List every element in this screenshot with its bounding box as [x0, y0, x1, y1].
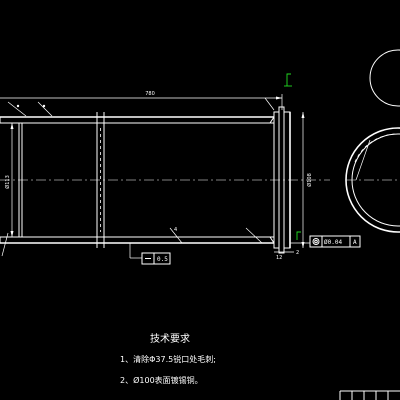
- end-width-label: 12: [276, 255, 282, 261]
- length-dimension: 780: [0, 91, 283, 110]
- tech-req-item-2: 2、Ø100表面镀锡铜。: [120, 375, 203, 385]
- flatness-tolerance-frame: 0.5: [129, 243, 171, 265]
- concentricity-tolerance-frame: Ø0.04 A: [290, 235, 361, 248]
- chamfer-label: 2: [296, 250, 299, 256]
- concentricity-value: Ø0.04: [324, 239, 342, 246]
- roughness-mark-bottom: [296, 231, 301, 240]
- technical-requirements: 技术要求 1、清除Φ37.5锐口处毛刺; 2、Ø100表面镀锡铜。: [120, 332, 216, 385]
- bottom-leaders: 4 12 2: [1, 227, 299, 261]
- end-view: [345, 49, 400, 233]
- wall-thickness-label: 4: [174, 227, 177, 233]
- length-label: 780: [145, 91, 155, 97]
- flatness-value: 0.5: [157, 256, 168, 263]
- leader-markers-top: [7, 97, 275, 117]
- right-diameter-dimension: Ø108: [301, 112, 313, 248]
- tech-req-item-1: 1、清除Φ37.5锐口处毛刺;: [120, 354, 216, 364]
- roughness-mark-top: [284, 73, 292, 87]
- tech-req-title: 技术要求: [150, 332, 190, 345]
- datum-label: A: [353, 239, 357, 246]
- pipe-bottom-wall: [0, 236, 275, 244]
- diameter-label-left: Ø113: [4, 175, 11, 188]
- diameter-label-right: Ø108: [306, 173, 313, 186]
- pipe-top-wall: [0, 116, 275, 124]
- left-diameter-dimension: Ø113: [4, 123, 14, 237]
- title-block-corner: [339, 390, 400, 400]
